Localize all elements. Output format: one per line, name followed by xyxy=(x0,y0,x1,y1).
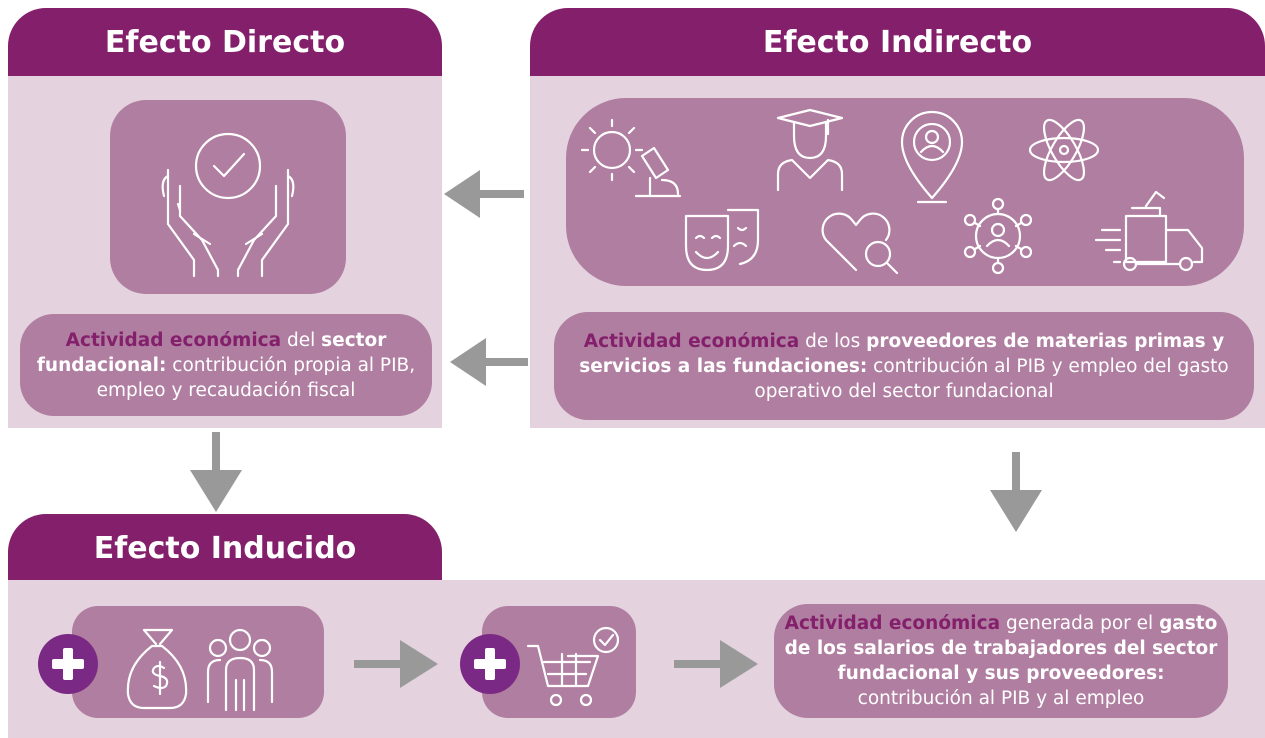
graduate-icon xyxy=(776,108,844,192)
theater-masks-icon xyxy=(684,208,760,272)
arrow-right-icon xyxy=(674,640,758,688)
indirecto-description: Actividad económica de los proveedores d… xyxy=(554,312,1254,420)
people-icon xyxy=(206,628,274,712)
directo-title: Efecto Directo xyxy=(104,24,346,60)
shopping-cart-icon xyxy=(526,626,620,707)
network-person-icon xyxy=(963,197,1033,275)
arrow-left-icon xyxy=(450,338,528,386)
arrow-down-icon xyxy=(190,432,242,512)
heart-search-icon xyxy=(821,212,899,275)
plus-icon xyxy=(460,634,520,694)
atom-icon xyxy=(1028,118,1100,182)
plus-icon xyxy=(38,634,98,694)
inducido-title: Efecto Inducido xyxy=(93,530,357,566)
inducido-header: Efecto Inducido xyxy=(8,514,442,582)
delivery-truck-icon xyxy=(1094,190,1204,272)
directo-icon-box xyxy=(110,100,346,294)
directo-description: Actividad económica del sector fundacion… xyxy=(20,314,432,416)
indirecto-title: Efecto Indirecto xyxy=(762,24,1033,60)
indirecto-header: Efecto Indirecto xyxy=(530,8,1265,76)
salary-icons-box xyxy=(72,606,324,718)
inducido-description: Actividad económica generada por el gast… xyxy=(774,604,1228,718)
money-bag-icon xyxy=(126,628,188,710)
arrow-down-icon xyxy=(990,452,1042,532)
virus-microscope-icon xyxy=(580,118,682,198)
salary-icons xyxy=(126,628,274,712)
arrow-right-icon xyxy=(354,640,438,688)
arrow-left-icon xyxy=(444,170,524,218)
directo-header: Efecto Directo xyxy=(8,8,442,76)
hands-check-icon xyxy=(161,132,295,278)
indirecto-icons xyxy=(580,108,1204,275)
indirecto-icons-box xyxy=(566,98,1244,286)
location-person-icon xyxy=(900,110,964,204)
